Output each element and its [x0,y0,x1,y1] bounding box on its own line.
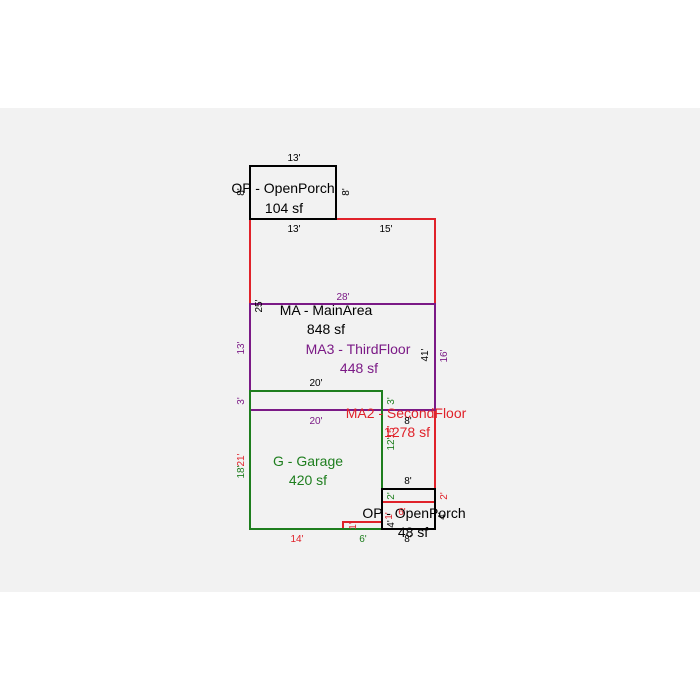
third-floor-size: 448 sf [340,360,378,376]
main-area-name: MA - MainArea [280,302,373,318]
dim-left-18: 18' [236,465,247,478]
open-porch-top-size: 104 sf [265,200,303,216]
open-porch-top-name: OP - OpenPorch [231,180,334,196]
dim-op-bottom-left-4: 4' [386,520,397,528]
dim-op-top-width: 13' [287,153,300,164]
open-porch-bottom-outline [381,488,436,530]
dim-small-6: 6' [398,507,406,518]
third-floor-outline [249,303,436,411]
dim-ma-top-right: 15' [379,224,392,235]
dim-small-1: 1' [384,512,395,520]
open-porch-bottom-size: 48 sf [398,524,428,540]
garage-name: G - Garage [273,453,343,469]
dim-ma3-right: 16' [439,349,450,362]
dim-ma3-left: 13' [236,341,247,354]
open-porch-top-outline [249,165,337,220]
dim-ma2-inner-8: 8' [404,416,412,427]
dim-op-bottom-2-right: 2' [439,492,450,500]
main-area-size: 848 sf [307,321,345,337]
dim-mid-15: 15' [386,425,397,438]
dim-op-bottom-bottom: 8' [404,534,412,545]
dim-op-top-bottom: 13' [287,224,300,235]
dim-garage-top: 20' [309,378,322,389]
dim-bottom-6: 6' [359,534,367,545]
dim-bottom-14: 14' [290,534,303,545]
dim-op-bottom-top: 8' [404,476,412,487]
dim-mid-12: 12' [386,437,397,450]
dim-left-3: 3' [236,397,247,405]
dim-ma3-bottom: 20' [309,416,322,427]
dim-ma3-top: 28' [336,292,349,303]
dim-op-bottom-right-4: 4' [437,512,448,520]
dim-ma-right-41: 41' [420,348,431,361]
garage-outline [249,390,383,530]
second-floor-size: 1278 sf [384,424,430,440]
dim-op-top-right: 8' [341,188,352,196]
dim-left-21: 21' [236,453,247,466]
sketch-background [0,108,700,592]
dim-bottom-1: 1' [348,522,359,530]
second-floor-name: MA2 - SecondFloor [346,405,467,421]
garage-size: 420 sf [289,472,327,488]
third-floor-name: MA3 - ThirdFloor [306,341,411,357]
dim-mid-3: 3' [386,397,397,405]
dim-op-top-left: 8' [236,188,247,196]
open-porch-bottom-name: OP - OpenPorch [362,505,465,521]
dim-ma-left-25: 25' [254,299,265,312]
dim-op-bottom-2-left: 2' [386,492,397,500]
